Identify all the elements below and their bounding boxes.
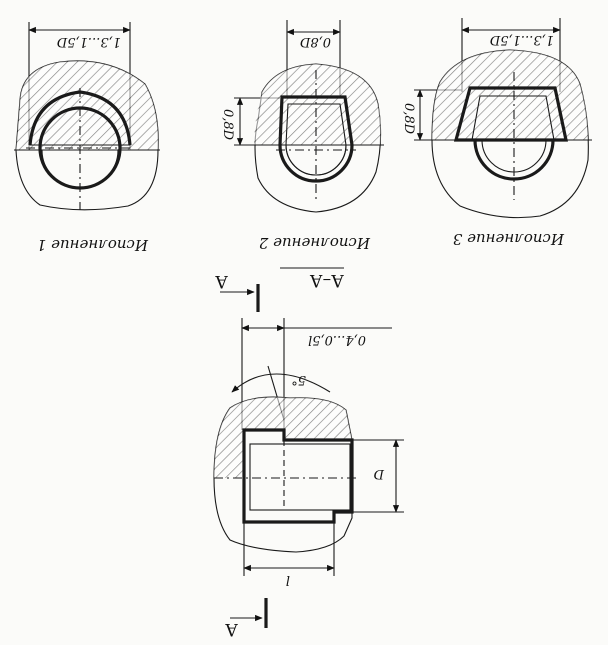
section-mark-top: А	[215, 271, 228, 291]
caption-variant-2: Исполнение 2	[259, 234, 371, 252]
variant-2-dim-height: 0,8D	[220, 109, 235, 141]
section-view-drawing: А–А А А 0,4...0,5l 5° D	[213, 267, 404, 639]
section-dim-angle: 5°	[291, 372, 306, 387]
variant-3-dim-height: 0,8D	[401, 103, 416, 135]
section-dim-length: l	[286, 572, 290, 587]
variant-1-dim-width: 1,3...1,5D	[56, 34, 121, 49]
variant-2-drawing: 0,8D 0,8D	[220, 20, 384, 213]
variant-2-dim-width: 0,8D	[299, 34, 331, 49]
section-dim-offset: 0,4...0,5l	[308, 332, 366, 347]
variant-3-dim-width: 1,3...1,5D	[489, 32, 554, 47]
section-mark-bottom: А	[225, 619, 238, 639]
variant-3-drawing: 1,3...1,5D 0,8D	[401, 18, 592, 219]
caption-variant-1: Исполнение 1	[37, 236, 149, 254]
section-dim-diameter: D	[373, 466, 385, 481]
caption-variant-3: Исполнение 3	[453, 230, 565, 248]
variant-1-drawing: 1,3...1,5D	[14, 22, 160, 211]
section-title: А–А	[310, 270, 344, 290]
